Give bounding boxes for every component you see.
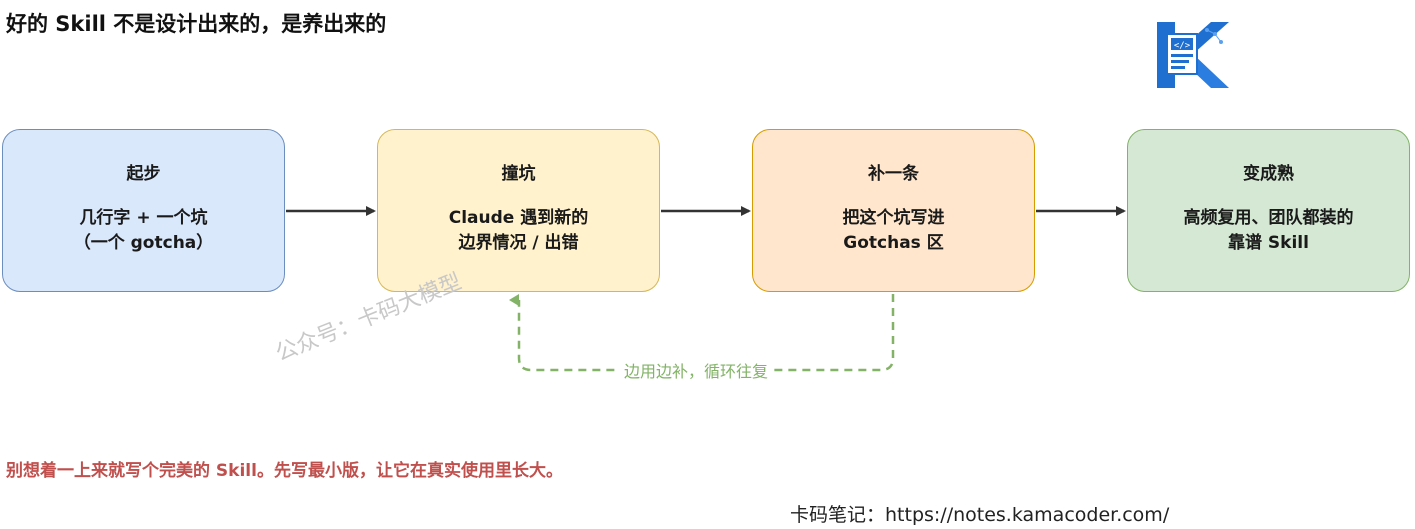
step-hit-pitfall: 撞坑 Claude 遇到新的 边界情况 / 出错 (377, 129, 660, 292)
step-start-title: 起步 (126, 164, 161, 184)
step-start: 起步 几行字 + 一个坑 （一个 gotcha） (2, 129, 285, 292)
takeaway-note: 别想着一上来就写个完美的 Skill。先写最小版，让它在真实使用里长大。 (6, 461, 563, 481)
step-mature: 变成熟 高频复用、团队都装的 靠谱 Skill (1127, 129, 1410, 292)
step-hit-pitfall-title: 撞坑 (501, 164, 536, 184)
watermark: 公众号：卡码大模型 (272, 269, 466, 367)
svg-text:</>: </> (1174, 41, 1191, 51)
step-add-rule-desc: 把这个坑写进 Gotchas 区 (842, 208, 945, 253)
step-mature-desc: 高频复用、团队都装的 靠谱 Skill (1183, 208, 1354, 253)
loop-label: 边用边补，循环往复 (618, 358, 775, 382)
step-mature-title: 变成熟 (1243, 164, 1294, 184)
step-hit-pitfall-desc: Claude 遇到新的 边界情况 / 出错 (448, 208, 589, 253)
step-add-rule-title: 补一条 (868, 164, 919, 184)
kamacoder-logo: </> (1157, 22, 1229, 88)
page-title: 好的 Skill 不是设计出来的，是养出来的 (6, 12, 387, 36)
step-add-rule: 补一条 把这个坑写进 Gotchas 区 (752, 129, 1035, 292)
step-start-desc: 几行字 + 一个坑 （一个 gotcha） (73, 208, 214, 253)
footer-link[interactable]: 卡码笔记：https://notes.kamacoder.com/ (790, 504, 1170, 526)
